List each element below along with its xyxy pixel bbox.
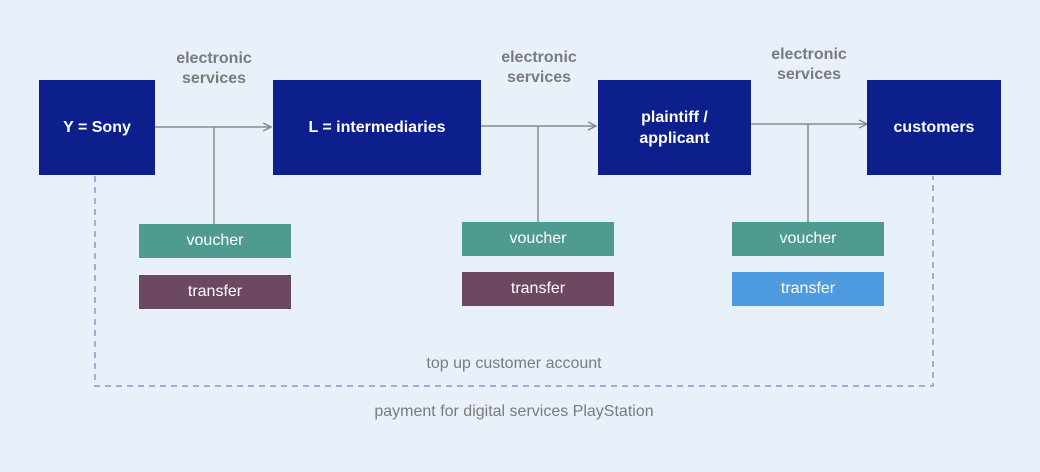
top-up-label: top up customer account — [426, 355, 602, 372]
voucher-tag-2: voucher — [462, 222, 614, 256]
voucher-tag-1: voucher — [139, 224, 291, 258]
payment-label: payment for digital services PlayStation — [374, 403, 654, 420]
node-intermediaries: L = intermediaries — [273, 80, 481, 175]
transfer-tag-2: transfer — [462, 272, 614, 306]
node-customers: customers — [867, 80, 1001, 175]
edge-label-1: electronic services — [176, 50, 252, 87]
edge-label-2: electronic services — [501, 49, 577, 86]
edge-label-3: electronic services — [771, 46, 847, 83]
dashed-return-path — [94, 176, 934, 387]
node-plaintiff-applicant: plaintiff / applicant — [598, 80, 751, 175]
voucher-tag-3: voucher — [732, 222, 884, 256]
transfer-tag-1: transfer — [139, 275, 291, 309]
transfer-tag-3: transfer — [732, 272, 884, 306]
node-sony: Y = Sony — [39, 80, 155, 175]
